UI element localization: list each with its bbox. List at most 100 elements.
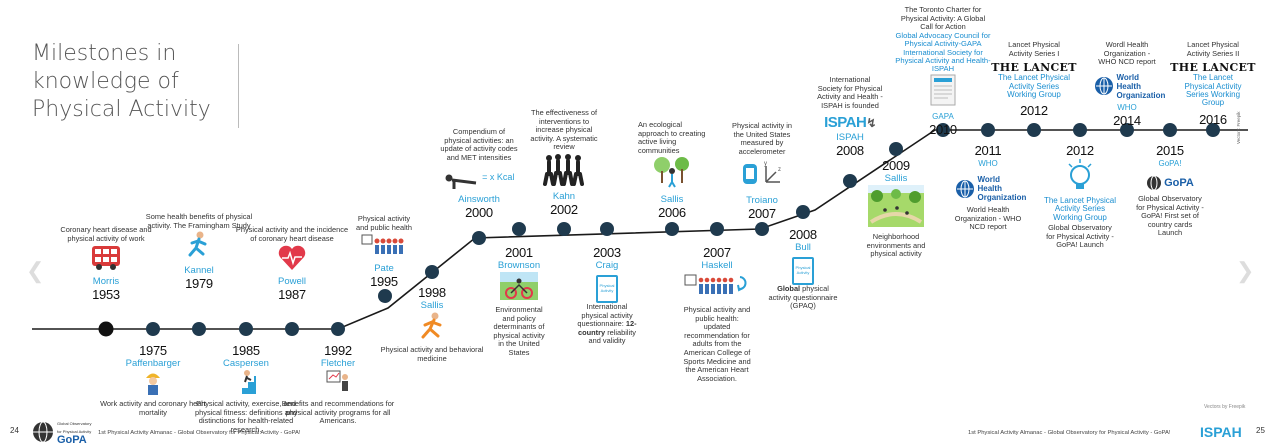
event-organization: The Lancet Physical Activity Series Work… — [1184, 73, 1242, 108]
event-year: 2001 — [505, 245, 533, 260]
ispah-logo: ISPAH↯ — [791, 114, 909, 132]
title-line-2: knowledge of — [32, 69, 179, 94]
runner-icon — [188, 231, 207, 257]
event-author: Paffenbarger — [125, 358, 181, 369]
title-line-3: Physical Activity — [32, 97, 211, 122]
gopa-logo-text: GoPA — [1164, 177, 1194, 189]
timeline-node-brownson — [512, 222, 526, 236]
event-author: Craig — [595, 260, 619, 271]
event-organization: The Lancet Physical Activity Series Work… — [1043, 196, 1117, 222]
event-year: 2003 — [593, 245, 621, 260]
gopa-footer-text: GoPA — [57, 434, 87, 446]
timeline-node-lancet2016 — [1206, 123, 1220, 137]
event-organization: The Lancet Physical Activity Series Work… — [997, 73, 1071, 99]
event-lancet-2012: Lancet Physical Activity Series I THE LA… — [975, 40, 1093, 119]
event-sallis-1998: 1998 Sallis Physical activity and behavi… — [373, 285, 491, 363]
park-icon — [868, 185, 924, 227]
timeline-node-bull — [796, 205, 810, 219]
timeline-node-gapa — [936, 123, 950, 137]
footer-text-left: 1st Physical Activity Almanac - Global O… — [98, 430, 301, 436]
event-ainsworth: Compendium of physical activities: an up… — [420, 127, 538, 220]
event-description: An ecological approach to creating activ… — [638, 120, 706, 155]
event-powell: Physical activity and the incidence of c… — [233, 225, 351, 302]
questionnaire-label: Physical Activity — [599, 283, 615, 293]
timeline-node-pate — [378, 289, 392, 303]
event-author: Bull — [795, 242, 811, 253]
event-author: ISPAH — [836, 132, 864, 144]
event-description: Some health benefits of physical activit… — [145, 212, 253, 230]
event-kahn: The effectiveness of interventions to in… — [505, 108, 623, 217]
event-year: 2015 — [1156, 143, 1184, 158]
timeline-node-haskell — [710, 222, 724, 236]
event-year: 2007 — [703, 245, 731, 260]
questionnaire-icon: Physical Activity — [596, 275, 618, 303]
event-description: Compendium of physical activities: an up… — [440, 127, 518, 162]
globe-icon — [1094, 77, 1113, 96]
next-page-arrow[interactable]: ❯ — [1236, 258, 1255, 283]
event-description: Physical activity and public health — [356, 214, 412, 232]
event-year: 2014 — [1113, 112, 1141, 128]
crowd-icon — [361, 234, 404, 255]
timeline-node-sallis1998 — [425, 265, 439, 279]
event-year: 2012 — [1066, 143, 1094, 158]
timeline-node-ispah — [843, 174, 857, 188]
event-author: GAPA — [932, 111, 954, 121]
timeline-node-who2011 — [981, 123, 995, 137]
kcal-label: = x Kcal — [482, 172, 515, 183]
event-author: Caspersen — [223, 358, 269, 369]
timeline-node-sallis2006 — [665, 222, 679, 236]
timeline-node-morris — [98, 321, 114, 337]
event-description: Physical activity and behavioral medicin… — [380, 345, 484, 363]
event-author: Morris — [92, 276, 120, 288]
globe-icon — [955, 179, 974, 198]
event-description: Physical activity, exercise, and physica… — [195, 399, 297, 434]
gopa-footer-logo: Global Observatory for Physical Activity… — [32, 420, 93, 446]
event-who-2014: Wordl Health Organization - WHO NCD repo… — [1068, 40, 1186, 128]
event-description: Global physical activity questionnaire (… — [767, 284, 839, 311]
event-year: 1953 — [92, 287, 120, 303]
event-bull: 2008 Bull Physical Activity Global physi… — [744, 227, 862, 311]
runner-icon — [421, 312, 442, 339]
timeline-node-who2014 — [1120, 123, 1134, 137]
who-logo: World Health Organization — [929, 175, 1047, 202]
event-year: 2009 — [882, 158, 910, 173]
event-year: 1992 — [324, 343, 352, 358]
timeline-node-gopa2015 — [1163, 123, 1177, 137]
event-author: Troiano — [746, 195, 778, 207]
prev-page-arrow[interactable]: ❮ — [26, 258, 45, 283]
event-description: International Society for Physical Activ… — [817, 75, 883, 110]
who-logo-text: World Health Organization — [1116, 72, 1166, 100]
event-year: 2012 — [1020, 103, 1048, 119]
lightbulb-icon — [1068, 159, 1092, 189]
event-sallis-2006: An ecological approach to creating activ… — [613, 120, 731, 220]
title-divider — [238, 44, 239, 128]
svg-text:y: y — [764, 161, 767, 167]
event-fletcher: 1992 Fletcher Benefits and recommendatio… — [279, 343, 397, 426]
bus-icon — [92, 246, 120, 271]
page-number-left: 24 — [10, 426, 19, 435]
event-sallis-2009: 2009 Sallis Neighborhood environments an… — [837, 158, 955, 259]
page-number-right: 25 — [1256, 426, 1265, 435]
event-year: 1995 — [370, 274, 398, 290]
event-author: WHO — [978, 159, 998, 168]
desc-bold: Global — [777, 284, 801, 293]
event-kannel: Some health benefits of physical activit… — [140, 212, 258, 291]
timeline-node-ainsworth — [472, 231, 486, 245]
event-author: Kahn — [552, 190, 576, 202]
event-description: Coronary heart disease and physical acti… — [60, 225, 152, 243]
event-paffenbarger: 1975 Paffenbarger Work activity and coro… — [94, 343, 212, 417]
who-logo-text: World Health Organization — [977, 175, 1027, 202]
presenter-icon — [326, 370, 348, 391]
event-lancet-2016: Lancet Physical Activity Series II THE L… — [1154, 40, 1270, 127]
event-year: 1975 — [139, 343, 167, 358]
event-year: 2008 — [836, 143, 864, 159]
timeline-node-powell — [285, 322, 299, 336]
event-author: GoPA! — [1158, 159, 1182, 168]
stairs-icon — [236, 370, 256, 394]
event-description: Physical activity and public health: upd… — [683, 305, 751, 383]
event-brownson: 2001 Brownson Environmental and policy d… — [460, 245, 578, 358]
event-description: Physical activity and the incidence of c… — [235, 225, 349, 243]
questionnaire-icon: Physical Activity — [792, 257, 814, 285]
gopa-footer-small: Global Observatory for Physical Activity — [57, 421, 92, 434]
